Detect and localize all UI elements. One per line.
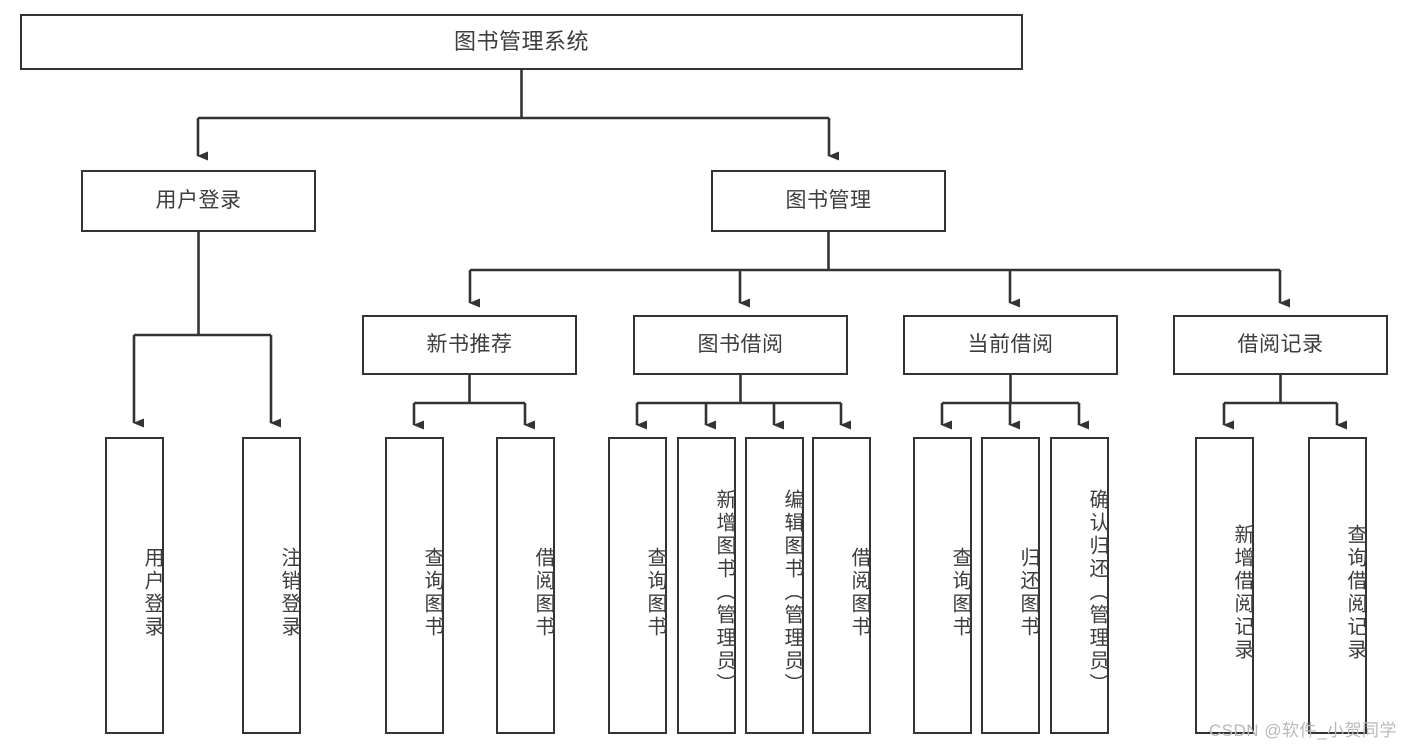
node-label: 借阅记录 xyxy=(1237,332,1324,356)
node-label: 新增图书（管理员） xyxy=(713,489,735,696)
node-label: 借阅图书 xyxy=(532,546,554,639)
node-label: 查询图书 xyxy=(644,546,666,639)
node-label: 查询图书 xyxy=(421,546,443,639)
node-label: 确认归还（管理员） xyxy=(1086,489,1108,696)
leaf-return-book[interactable]: 归还图书 xyxy=(981,437,1040,734)
node-user-login[interactable]: 用户登录 xyxy=(81,170,316,232)
leaf-confirm-return-admin[interactable]: 确认归还（管理员） xyxy=(1050,437,1109,734)
leaf-edit-book-admin[interactable]: 编辑图书（管理员） xyxy=(745,437,804,734)
node-label: 查询图书 xyxy=(949,546,971,639)
node-label: 注销登录 xyxy=(278,546,300,639)
node-label: 新增借阅记录 xyxy=(1231,523,1253,662)
leaf-query-book-borrow[interactable]: 查询图书 xyxy=(608,437,667,734)
leaf-query-book-current[interactable]: 查询图书 xyxy=(913,437,972,734)
leaf-add-book-admin[interactable]: 新增图书（管理员） xyxy=(677,437,736,734)
leaf-query-book-recommend[interactable]: 查询图书 xyxy=(385,437,444,734)
node-label: 用户登录 xyxy=(141,546,163,639)
leaf-borrow-book[interactable]: 借阅图书 xyxy=(812,437,871,734)
node-label: 图书管理 xyxy=(785,188,872,212)
leaf-add-borrow-record[interactable]: 新增借阅记录 xyxy=(1195,437,1254,734)
node-label: 图书管理系统 xyxy=(453,29,589,55)
node-label: 查询借阅记录 xyxy=(1344,523,1366,662)
node-label: 当前借阅 xyxy=(967,332,1054,356)
leaf-borrow-book-recommend[interactable]: 借阅图书 xyxy=(496,437,555,734)
node-label: 归还图书 xyxy=(1017,546,1039,639)
leaf-logout[interactable]: 注销登录 xyxy=(242,437,301,734)
node-book-borrow[interactable]: 图书借阅 xyxy=(633,315,848,375)
node-current-borrow[interactable]: 当前借阅 xyxy=(903,315,1118,375)
node-label: 新书推荐 xyxy=(426,332,513,356)
leaf-query-borrow-record[interactable]: 查询借阅记录 xyxy=(1308,437,1367,734)
node-book-management[interactable]: 图书管理 xyxy=(711,170,946,232)
node-label: 用户登录 xyxy=(155,188,242,212)
node-label: 图书借阅 xyxy=(697,332,784,356)
leaf-user-login[interactable]: 用户登录 xyxy=(105,437,164,734)
node-root-system[interactable]: 图书管理系统 xyxy=(20,14,1023,70)
node-borrow-record[interactable]: 借阅记录 xyxy=(1173,315,1388,375)
watermark: CSDN @软件_小贺同学 xyxy=(1208,721,1397,740)
node-label: 编辑图书（管理员） xyxy=(781,489,803,696)
node-label: 借阅图书 xyxy=(848,546,870,639)
node-new-book-recommend[interactable]: 新书推荐 xyxy=(362,315,577,375)
